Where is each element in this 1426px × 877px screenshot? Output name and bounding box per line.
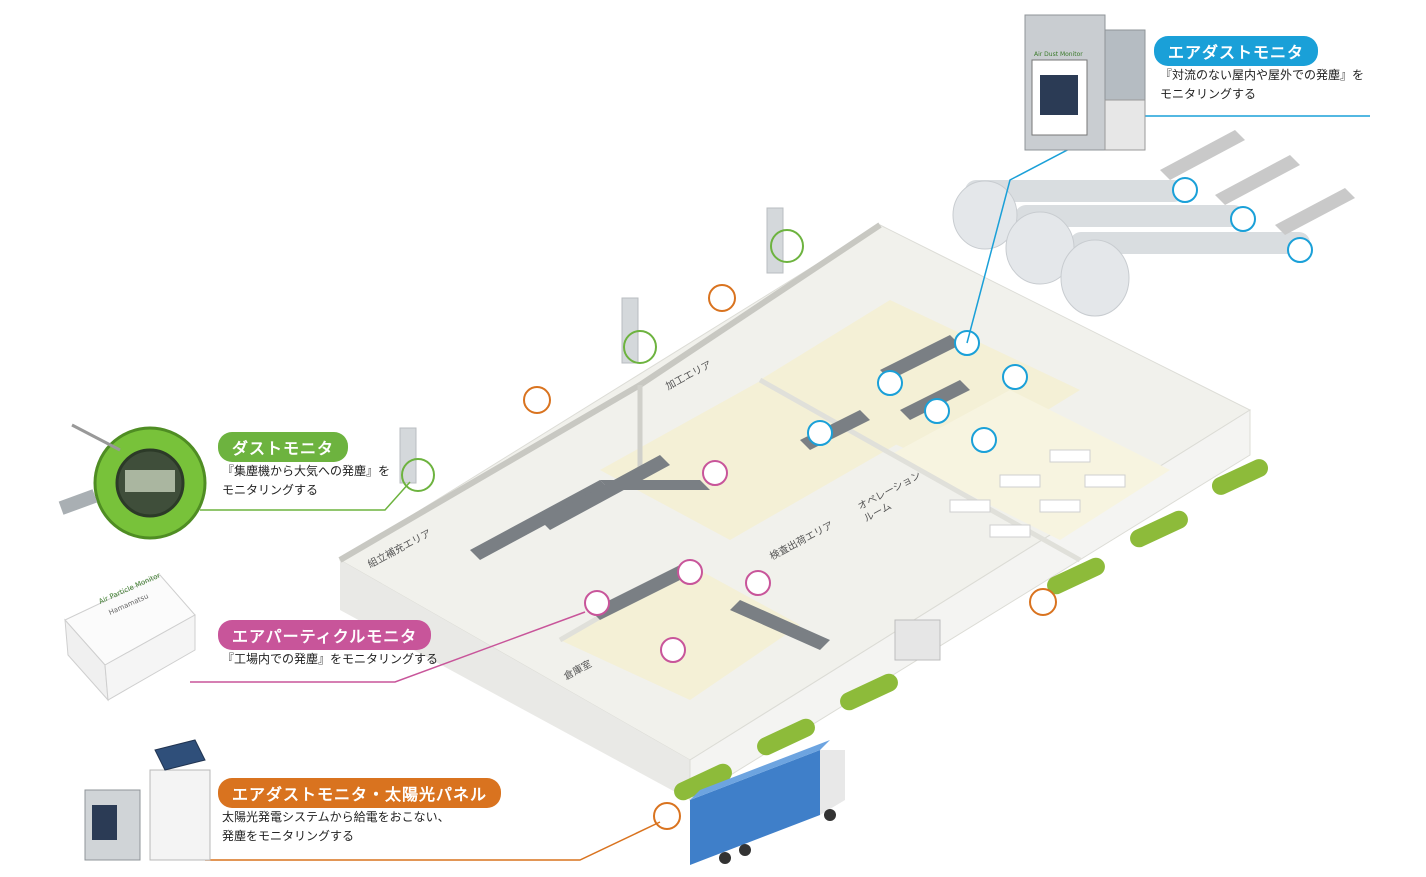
shutter-door: [894, 619, 941, 661]
dust-monitor-device: [58, 423, 207, 540]
air-particle-monitor-desc-1: 『工場内での発塵』をモニタリングする: [222, 652, 439, 666]
air-particle-callout-line: [190, 611, 586, 683]
solar-air-dust-device: [84, 739, 211, 861]
dust-collector-ducts: [952, 130, 1355, 317]
air-dust-monitor-desc-1: 『対流のない屋内や屋外での発塵』を: [1160, 68, 1365, 82]
solar-monitor-title: エアダストモニタ・太陽光パネル: [218, 778, 502, 808]
air-particle-markers: [584, 460, 771, 663]
solar-monitor-desc-1: 太陽光発電システムから給電をおこない、: [222, 810, 450, 824]
dust-markers: [401, 229, 804, 492]
dust-callout-line: [200, 481, 411, 511]
air-particle-monitor-title: エアパーティクルモニタ: [218, 620, 432, 650]
solar-monitor-desc-2: 発塵をモニタリングする: [222, 829, 355, 843]
air-dust-monitor-desc-2: モニタリングする: [1160, 87, 1257, 101]
truck: [690, 740, 845, 865]
hedges: [674, 459, 1269, 801]
dust-monitor-desc-1: 『集塵機から大気への発塵』を: [222, 464, 391, 478]
dust-monitor-desc-2: モニタリングする: [222, 483, 319, 497]
solar-markers: [523, 284, 1057, 830]
air-dust-markers: [807, 177, 1313, 453]
dust-monitor-title: ダストモニタ: [218, 432, 349, 462]
air-dust-monitor-device: Air Dust Monitor: [1024, 14, 1146, 151]
conveyors: [470, 335, 970, 650]
solar-callout-line: [205, 821, 661, 861]
air-dust-monitor-title: エアダストモニタ: [1154, 36, 1319, 66]
operation-room-desks: [949, 449, 1126, 538]
factory-building: [338, 222, 1252, 801]
air-particle-monitor-device: Hamamatsu Air Particle Monitor: [64, 571, 196, 702]
air-dust-device-name: Air Dust Monitor: [1034, 51, 1083, 58]
